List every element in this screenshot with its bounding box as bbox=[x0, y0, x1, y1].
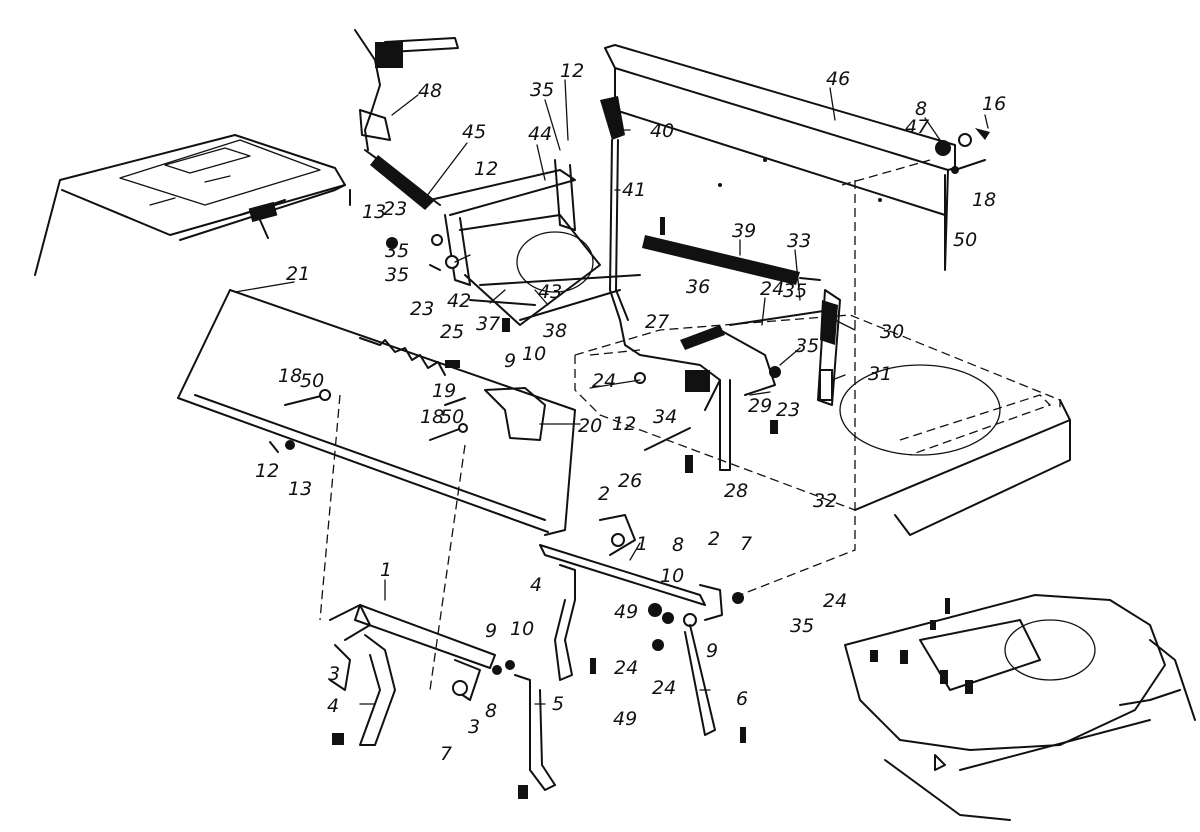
callout-5: 5 bbox=[552, 693, 564, 715]
callout-10: 10 bbox=[510, 618, 534, 640]
callout-16: 16 bbox=[982, 93, 1006, 115]
callout-32: 32 bbox=[813, 490, 837, 512]
chassis-outline bbox=[574, 159, 1071, 596]
callout-24: 24 bbox=[652, 677, 676, 699]
callout-labels: 48 45 12 35 44 12 40 46 8 16 47 18 50 41… bbox=[255, 60, 1006, 765]
callout-1: 1 bbox=[380, 559, 392, 581]
callout-13: 13 bbox=[288, 478, 312, 500]
callout-3: 3 bbox=[328, 663, 340, 685]
steering-column-part bbox=[354, 29, 459, 151]
callout-35: 35 bbox=[783, 280, 807, 302]
front-panel-21 bbox=[177, 289, 576, 536]
callout-24: 24 bbox=[823, 590, 847, 612]
callout-41: 41 bbox=[622, 179, 646, 201]
callout-35: 35 bbox=[385, 240, 409, 262]
control-lever bbox=[600, 96, 641, 356]
callout-26: 26 bbox=[618, 470, 642, 492]
callout-44: 44 bbox=[528, 123, 552, 145]
callout-23: 23 bbox=[410, 298, 434, 320]
callout-46: 46 bbox=[826, 68, 850, 90]
callout-9: 9 bbox=[485, 620, 497, 642]
left-deck-plate bbox=[34, 134, 351, 276]
callout-12: 12 bbox=[560, 60, 584, 82]
callout-48: 48 bbox=[418, 80, 442, 102]
center-mechanism bbox=[634, 325, 781, 473]
lower-center-linkage bbox=[539, 514, 746, 743]
callout-8: 8 bbox=[672, 534, 684, 556]
callout-23: 23 bbox=[383, 198, 407, 220]
callout-47: 47 bbox=[905, 116, 929, 138]
callout-12: 12 bbox=[255, 460, 279, 482]
callout-35: 35 bbox=[385, 264, 409, 286]
callout-19: 19 bbox=[432, 380, 456, 402]
callout-50: 50 bbox=[300, 370, 324, 392]
callout-7: 7 bbox=[740, 533, 752, 555]
callout-37: 37 bbox=[476, 313, 500, 335]
callout-35: 35 bbox=[790, 615, 814, 637]
callout-9: 9 bbox=[706, 640, 718, 662]
mower-deck bbox=[844, 594, 1196, 821]
callout-21: 21 bbox=[286, 263, 310, 285]
callout-42: 42 bbox=[447, 290, 471, 312]
linkage-right bbox=[729, 289, 841, 434]
callout-20: 20 bbox=[578, 415, 602, 437]
callout-34: 34 bbox=[653, 406, 677, 428]
callout-24: 24 bbox=[592, 370, 616, 392]
callout-30: 30 bbox=[880, 321, 904, 343]
callout-12: 12 bbox=[474, 158, 498, 180]
callout-24: 24 bbox=[614, 657, 638, 679]
callout-50: 50 bbox=[953, 229, 977, 251]
callout-27: 27 bbox=[645, 311, 669, 333]
callout-13: 13 bbox=[362, 201, 386, 223]
spring-39 bbox=[642, 217, 821, 285]
callout-3: 3 bbox=[468, 716, 480, 738]
callout-33: 33 bbox=[787, 230, 811, 252]
lower-left-linkage bbox=[319, 394, 556, 799]
callout-36: 36 bbox=[686, 276, 710, 298]
callout-4: 4 bbox=[327, 695, 339, 717]
leader-lines bbox=[234, 79, 989, 705]
callout-45: 45 bbox=[462, 121, 486, 143]
callout-10: 10 bbox=[660, 565, 684, 587]
callout-38: 38 bbox=[543, 320, 567, 342]
callout-40: 40 bbox=[650, 120, 674, 142]
callout-31: 31 bbox=[868, 363, 892, 385]
callout-49: 49 bbox=[613, 708, 637, 730]
callout-8: 8 bbox=[915, 98, 927, 120]
callout-39: 39 bbox=[732, 220, 756, 242]
rear-panel-46 bbox=[604, 44, 956, 271]
top-right-hardware bbox=[935, 128, 990, 174]
callout-9: 9 bbox=[504, 350, 516, 372]
callout-35: 35 bbox=[530, 79, 554, 101]
callout-8: 8 bbox=[485, 700, 497, 722]
callout-23: 23 bbox=[776, 399, 800, 421]
callout-4: 4 bbox=[530, 574, 542, 596]
callout-2: 2 bbox=[598, 483, 610, 505]
callout-10: 10 bbox=[522, 343, 546, 365]
callout-29: 29 bbox=[748, 395, 772, 417]
callout-25: 25 bbox=[440, 321, 464, 343]
callout-24: 24 bbox=[760, 278, 784, 300]
callout-18: 18 bbox=[420, 406, 444, 428]
callout-35: 35 bbox=[795, 335, 819, 357]
callout-1: 1 bbox=[636, 533, 648, 555]
callout-18: 18 bbox=[278, 365, 302, 387]
center-bracket-assembly bbox=[386, 159, 641, 332]
callout-50: 50 bbox=[440, 406, 464, 428]
callout-49: 49 bbox=[614, 601, 638, 623]
callout-2: 2 bbox=[708, 528, 720, 550]
callout-28: 28 bbox=[724, 480, 748, 502]
callout-12: 12 bbox=[612, 413, 636, 435]
callout-43: 43 bbox=[538, 281, 562, 303]
callout-6: 6 bbox=[736, 688, 748, 710]
callout-7: 7 bbox=[440, 743, 452, 765]
callout-18: 18 bbox=[972, 189, 996, 211]
